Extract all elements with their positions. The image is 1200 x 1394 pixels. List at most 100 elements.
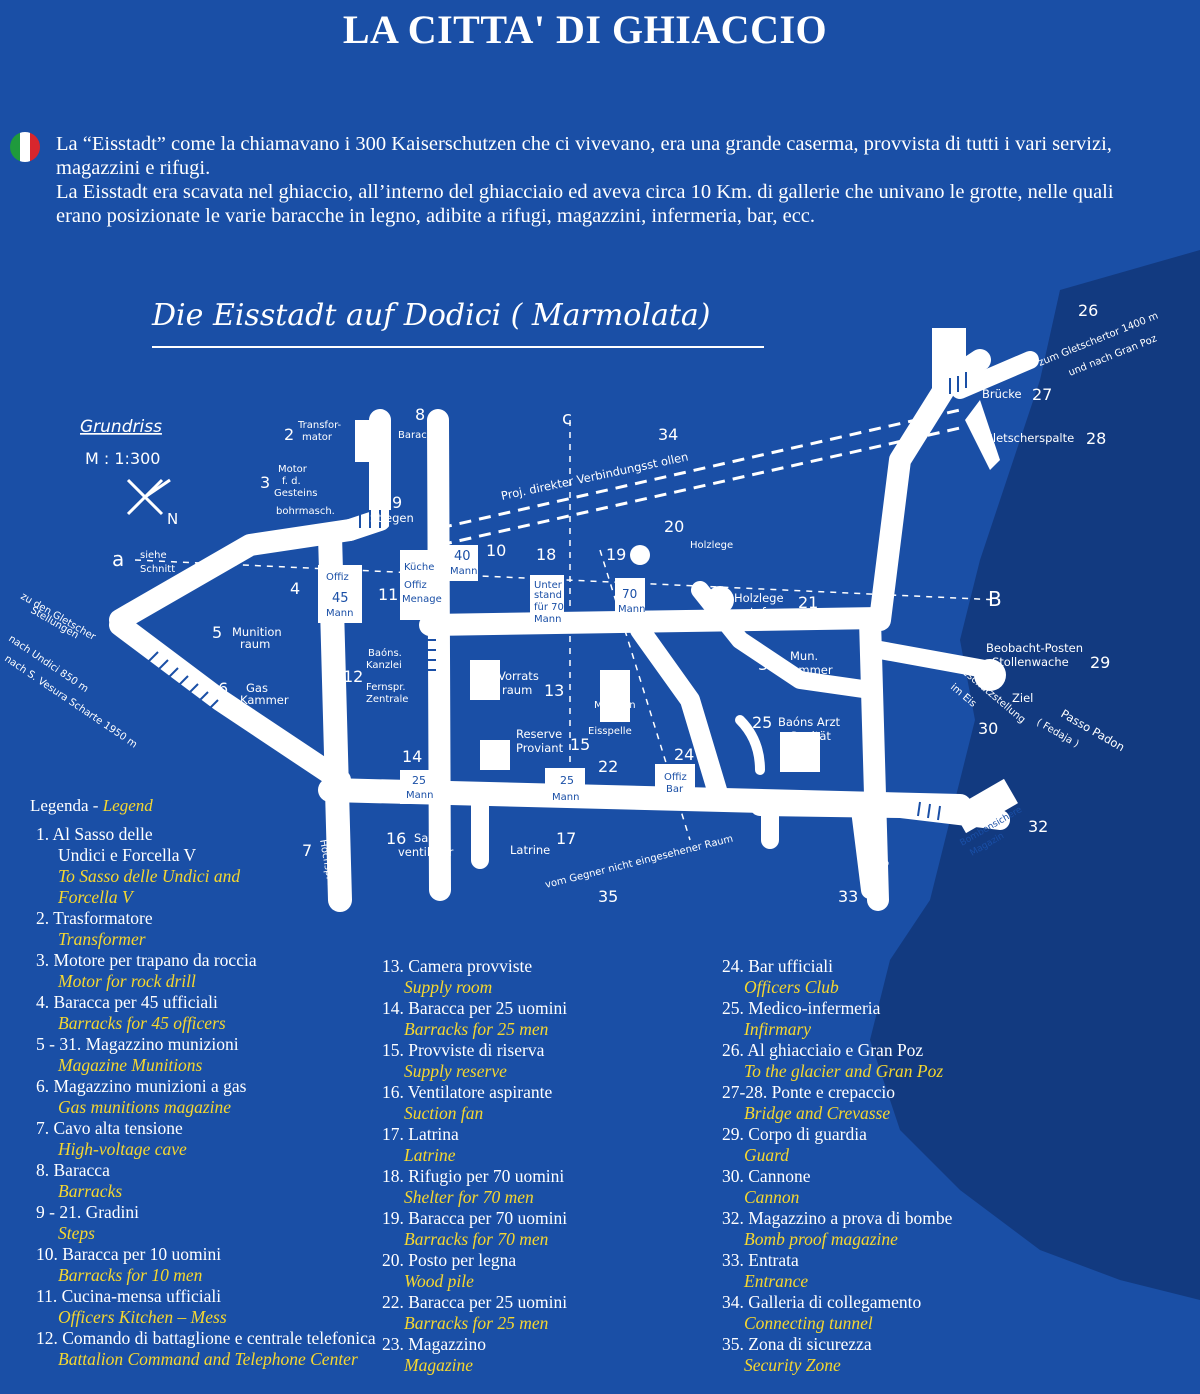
label-spalte: Gletscherspalte xyxy=(984,431,1074,445)
label-motor-3: Gesteins xyxy=(274,488,318,499)
scale-title: Grundriss xyxy=(80,417,162,437)
label-kuche: Küche xyxy=(404,562,434,573)
map-number-18: 18 xyxy=(536,545,556,564)
legend-item-english: Barracks for 70 men xyxy=(404,1229,549,1249)
label-holzlege: Holzlege xyxy=(690,540,733,551)
map-number-19: 19 xyxy=(606,545,626,564)
legend-heading-it: Legenda - xyxy=(30,796,103,815)
label-offiz-45: Offiz xyxy=(326,572,349,583)
connecting-tunnel-dashes xyxy=(134,408,1001,841)
map-number-5: 5 xyxy=(212,623,222,642)
map-number-22: 22 xyxy=(598,757,618,776)
label-mun: Mun. xyxy=(790,649,818,663)
label-zentrale: Zentrale xyxy=(366,694,408,705)
legend-item-english: Bomb proof magazine xyxy=(744,1229,898,1249)
legend-item-english: Barracks for 25 men xyxy=(404,1313,549,1333)
legend-item-italian: 19. Baracca per 70 uomini xyxy=(382,1208,568,1228)
legend-heading-en: Legend xyxy=(102,796,153,815)
label-offiz-bar-2: Bar xyxy=(666,784,684,795)
map-number-8: 8 xyxy=(415,405,425,424)
italian-flag-icon xyxy=(10,132,40,162)
label-mann-70: 70 xyxy=(622,587,637,601)
label-mann-25-b: 25 xyxy=(560,774,574,787)
map-number-34: 34 xyxy=(658,425,678,444)
legend-item-english: Latrine xyxy=(404,1145,456,1165)
label-siehe: siehe xyxy=(140,550,167,561)
legend-item-italian: 2. Trasformatore xyxy=(36,908,153,928)
label-brucke: Brücke xyxy=(982,387,1022,401)
map-number-9: 9 xyxy=(392,493,402,512)
label-beobacht: Beobacht-Posten xyxy=(986,641,1083,655)
intro-paragraph-2: La Eisstadt era scavata nel ghiaccio, al… xyxy=(56,181,1114,227)
legend-item-italian: 3. Motore per trapano da roccia xyxy=(36,950,257,970)
legend-item-italian: 30. Cannone xyxy=(722,1166,811,1186)
legend-item-english: Forcella V xyxy=(58,887,133,907)
label-mann-70-b: Mann xyxy=(618,604,645,615)
legend-item-english: Barracks for 45 officers xyxy=(58,1013,226,1033)
map-number-12: 12 xyxy=(343,667,363,686)
map-number-3: 3 xyxy=(260,473,270,492)
label-stollen: Stollenwache xyxy=(992,655,1069,669)
label-mann-40: 40 xyxy=(454,549,471,564)
map-heading-underline xyxy=(152,346,764,348)
legend-item-english: Motor for rock drill xyxy=(58,971,196,991)
legend-item-italian: 24. Bar ufficiali xyxy=(722,956,833,976)
legend-item: 12. Comando di battaglione e centrale te… xyxy=(36,1328,396,1370)
intro-text: La “Eisstadt” come la chiamavano i 300 K… xyxy=(56,132,1136,228)
label-passo: Passo Padon xyxy=(1059,706,1128,754)
label-gas-2: Kammer xyxy=(240,693,289,707)
label-stiegen: Stiegen xyxy=(370,511,414,525)
label-offiz-45-b: 45 xyxy=(332,591,349,606)
label-baons: Baóns. xyxy=(368,647,402,659)
map-number-24: 24 xyxy=(674,745,694,764)
map-number-4: 4 xyxy=(290,579,300,598)
label-mann-25-b-b: Mann xyxy=(552,792,579,803)
map-number-27: 27 xyxy=(1032,385,1052,404)
legend-item-italian: 27-28. Ponte e crepaccio xyxy=(722,1082,895,1102)
label-latrine: Latrine xyxy=(510,843,550,857)
map-number-16: 16 xyxy=(386,829,406,848)
legend-item-english: Shelter for 70 men xyxy=(404,1187,534,1207)
label-motor: Motor xyxy=(278,464,308,475)
map-number-10: 10 xyxy=(486,541,506,560)
legend-item-italian: 35. Zona di sicurezza xyxy=(722,1334,872,1354)
legend-item-english: Officers Kitchen – Mess xyxy=(58,1307,227,1327)
compass-icon xyxy=(126,478,171,516)
label-sanitat: Sanität xyxy=(790,729,831,743)
label-section-a: a xyxy=(112,547,124,571)
label-stell: zu den Gletscher xyxy=(19,591,99,643)
legend-item-english: To Sasso delle Undici and xyxy=(58,866,241,886)
legend-item-english: Guard xyxy=(744,1145,790,1165)
label-eisspelle: Eisspelle xyxy=(588,726,632,737)
label-baracke: Baracke xyxy=(398,430,438,441)
label-ziel: Ziel xyxy=(1012,691,1033,705)
map-number-2: 2 xyxy=(284,425,294,444)
legend-item-italian: 8. Baracca xyxy=(36,1160,110,1180)
legend-item-italian: 26. Al ghiacciaio e Gran Poz xyxy=(722,1040,924,1060)
label-unterstand-2: stand xyxy=(534,590,562,601)
legend-item-english: Bridge and Crevasse xyxy=(744,1103,891,1123)
map-heading: Die Eisstadt auf Dodici ( Marmolata) xyxy=(152,298,711,333)
legend-item-italian: 32. Magazzino a prova di bombe xyxy=(722,1208,953,1228)
legend-item-italian: 20. Posto per legna xyxy=(382,1250,517,1270)
label-undici-2: nach S. Vesura Scharte 1950 m xyxy=(2,653,139,750)
label-section-b: B xyxy=(988,587,1002,611)
legend-item-italian: 5 - 31. Magazzino munizioni xyxy=(36,1034,239,1054)
label-baons-arzt: Baóns Arzt xyxy=(778,715,841,729)
legend-item-english: Gas munitions magazine xyxy=(58,1097,232,1117)
label-vorrats: Vorrats xyxy=(498,669,539,683)
legend-item-italian: 13. Camera provviste xyxy=(382,956,533,976)
legend-item-english: Barracks for 25 men xyxy=(404,1019,549,1039)
label-motor-4: bohrmasch. xyxy=(276,506,335,517)
